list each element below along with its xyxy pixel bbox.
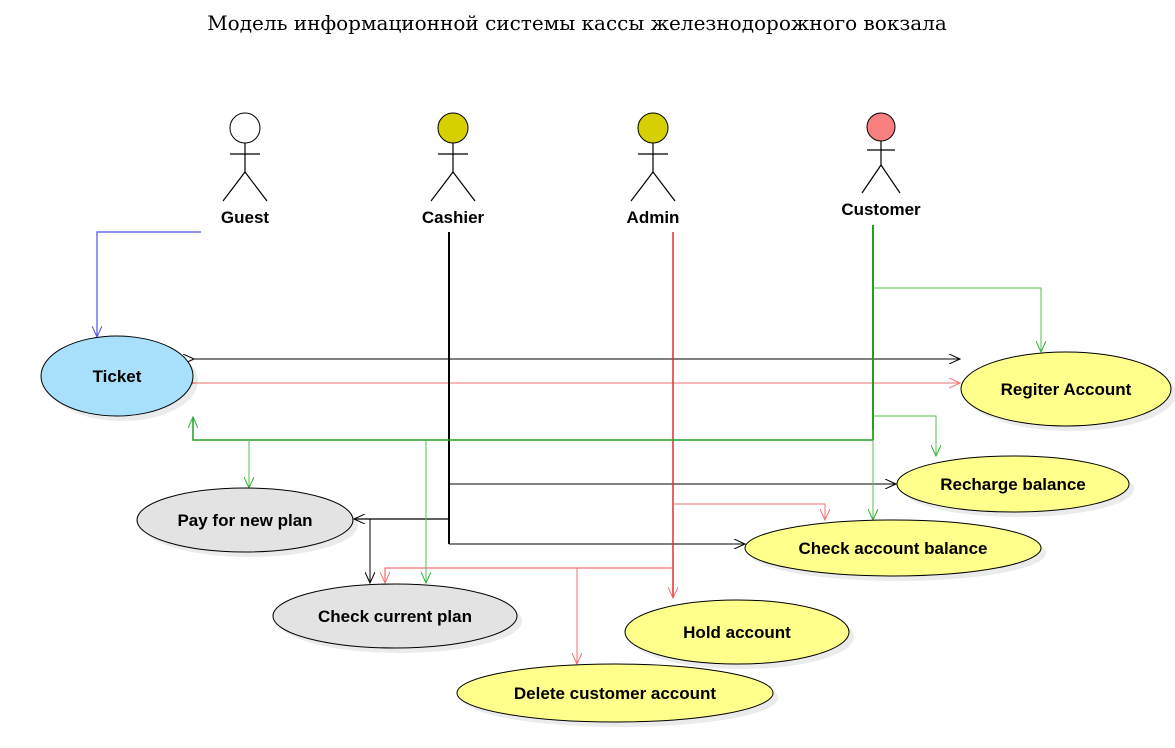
delete-customer-account-label: Delete customer account xyxy=(514,684,717,703)
use-case-ticket[interactable]: Ticket xyxy=(40,335,198,421)
admin-label: Admin xyxy=(627,208,680,227)
check-account-balance-ellipse xyxy=(744,519,1042,577)
register-account-label: Regiter Account xyxy=(1001,380,1132,399)
admin-check-balance-link xyxy=(673,503,825,520)
recharge-balance-ellipse xyxy=(896,455,1130,513)
ticket-ellipse xyxy=(40,335,194,417)
connections xyxy=(97,225,1041,664)
admin-head xyxy=(637,112,669,144)
customer-head xyxy=(866,112,896,142)
use-case-recharge-balance[interactable]: Recharge balance xyxy=(896,455,1134,517)
guest-head xyxy=(229,112,261,144)
pay-for-new-plan-label: Pay for new plan xyxy=(177,511,312,530)
actor-admin[interactable]: Admin xyxy=(627,112,680,227)
customer-recharge-link xyxy=(873,415,936,456)
use-case-check-current-plan[interactable]: Check current plan xyxy=(272,583,522,653)
ticket-label: Ticket xyxy=(93,367,142,386)
guest-label: Guest xyxy=(221,208,270,227)
actor-customer[interactable]: Customer xyxy=(841,112,921,219)
customer-ticket-link xyxy=(193,417,873,441)
guest-body xyxy=(222,143,268,202)
guest-ticket-link xyxy=(97,231,201,337)
admin-check-plan-link xyxy=(385,567,673,583)
customer-label: Customer xyxy=(841,200,921,219)
actor-cashier[interactable]: Cashier xyxy=(422,112,485,227)
check-account-balance-label: Check account balance xyxy=(799,539,988,558)
hold-account-label: Hold account xyxy=(683,623,791,642)
use-case-register-account[interactable]: Regiter Account xyxy=(960,351,1175,431)
cashier-head xyxy=(437,112,469,144)
use-case-check-account-balance[interactable]: Check account balance xyxy=(744,519,1046,581)
customer-register-link xyxy=(873,287,1041,352)
admin-body xyxy=(630,143,676,202)
use-case-pay-for-new-plan[interactable]: Pay for new plan xyxy=(136,487,358,557)
use-case-delete-customer-account[interactable]: Delete customer account xyxy=(456,663,778,727)
pay-for-new-plan-ellipse xyxy=(136,487,354,553)
hold-account-ellipse xyxy=(624,599,850,665)
delete-customer-account-ellipse xyxy=(456,663,774,723)
customer-body xyxy=(861,141,901,194)
actor-guest[interactable]: Guest xyxy=(221,112,270,227)
cashier-label: Cashier xyxy=(422,208,485,227)
use-case-hold-account[interactable]: Hold account xyxy=(624,599,854,669)
cashier-body xyxy=(430,143,476,202)
recharge-balance-label: Recharge balance xyxy=(940,475,1086,494)
check-current-plan-ellipse xyxy=(272,583,518,649)
diagram-title: Модель информационной системы кассы желе… xyxy=(207,11,947,35)
check-current-plan-label: Check current plan xyxy=(318,607,472,626)
register-account-ellipse xyxy=(960,351,1172,427)
